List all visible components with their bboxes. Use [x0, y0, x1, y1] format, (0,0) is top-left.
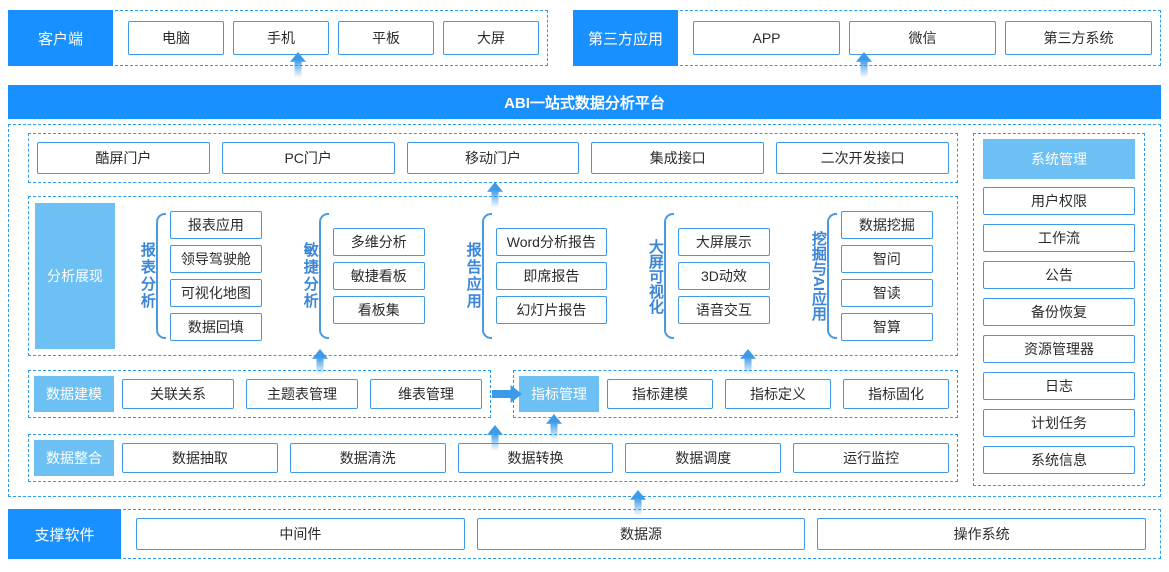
analysis-group-mining-ai-label: 挖掘与AI应用	[809, 231, 827, 321]
integration-item-monitor[interactable]: 运行监控	[793, 443, 949, 473]
integration-item-clean[interactable]: 数据清洗	[289, 443, 446, 473]
analysis-item-adhoc-report[interactable]: 即席报告	[495, 262, 607, 290]
analysis-group-mining-ai: 挖掘与AI应用 数据挖掘 智问 智读 智算	[809, 211, 933, 341]
sysmgmt-item-workflow[interactable]: 工作流	[983, 224, 1135, 252]
third-party-item-app[interactable]: APP	[693, 21, 840, 55]
analysis-group-report: 报表分析 报表应用 领导驾驶舱 可视化地图 数据回填	[138, 211, 262, 341]
analysis-item-voice-interaction[interactable]: 语音交互	[677, 296, 770, 324]
portal-item-kuping[interactable]: 酷屏门户	[37, 142, 210, 174]
support-software-section: 支撑软件 中间件 数据源 操作系统	[8, 509, 1161, 559]
portal-row: 酷屏门户 PC门户 移动门户 集成接口 二次开发接口	[28, 133, 958, 183]
brace-icon	[318, 213, 329, 339]
analysis-item-zhisuan[interactable]: 智算	[840, 313, 933, 341]
data-integration-section: 数据整合 数据抽取 数据清洗 数据转换 数据调度 运行监控	[28, 434, 958, 482]
client-group: 电脑 手机 平板 大屏	[105, 10, 548, 66]
analysis-item-visual-map[interactable]: 可视化地图	[169, 279, 262, 307]
support-item-middleware[interactable]: 中间件	[136, 518, 465, 550]
analysis-item-bigscreen-display[interactable]: 大屏展示	[677, 228, 770, 256]
platform-title: ABI一站式数据分析平台	[8, 85, 1161, 119]
support-item-os[interactable]: 操作系统	[817, 518, 1147, 550]
sysmgmt-item-backup-restore[interactable]: 备份恢复	[983, 298, 1135, 326]
analysis-item-data-mining[interactable]: 数据挖掘	[840, 211, 933, 239]
sysmgmt-item-resource-manager[interactable]: 资源管理器	[983, 335, 1135, 363]
integration-item-extract[interactable]: 数据抽取	[122, 443, 278, 473]
sysmgmt-item-log[interactable]: 日志	[983, 372, 1135, 400]
analysis-item-multidim[interactable]: 多维分析	[332, 228, 425, 256]
platform-body-container	[8, 124, 1161, 497]
integration-item-schedule[interactable]: 数据调度	[625, 443, 782, 473]
brace-icon	[663, 213, 674, 339]
support-software-tag: 支撑软件	[8, 509, 121, 559]
data-modeling-tag: 数据建模	[34, 376, 114, 412]
analysis-item-slide-report[interactable]: 幻灯片报告	[495, 296, 607, 324]
client-item-mobile[interactable]: 手机	[233, 21, 329, 55]
support-item-datasource[interactable]: 数据源	[476, 518, 806, 550]
analysis-item-agile-board[interactable]: 敏捷看板	[332, 262, 425, 290]
system-management-title: 系统管理	[983, 139, 1135, 179]
brace-icon	[826, 213, 837, 339]
modeling-item-subject-table[interactable]: 主题表管理	[246, 379, 358, 409]
analysis-item-word-report[interactable]: Word分析报告	[495, 228, 607, 256]
analysis-item-leader-cockpit[interactable]: 领导驾驶舱	[169, 245, 262, 273]
analysis-item-report-app[interactable]: 报表应用	[169, 211, 262, 239]
brace-icon	[481, 213, 492, 339]
metrics-item-definition[interactable]: 指标定义	[725, 379, 831, 409]
portal-item-mobile[interactable]: 移动门户	[406, 142, 580, 174]
analysis-item-data-writeback[interactable]: 数据回填	[169, 313, 262, 341]
client-item-tablet[interactable]: 平板	[338, 21, 434, 55]
third-party-tag: 第三方应用	[573, 10, 678, 66]
brace-icon	[155, 213, 166, 339]
portal-item-integration-api[interactable]: 集成接口	[591, 142, 765, 174]
support-software-group: 中间件 数据源 操作系统	[113, 509, 1161, 559]
sysmgmt-item-announcement[interactable]: 公告	[983, 261, 1135, 289]
analysis-section: 分析展现 报表分析 报表应用 领导驾驶舱 可视化地图 数据回填 敏捷分析 多维分…	[28, 196, 958, 356]
analysis-item-zhiwen[interactable]: 智问	[840, 245, 933, 273]
sysmgmt-item-scheduled-task[interactable]: 计划任务	[983, 409, 1135, 437]
client-item-bigscreen[interactable]: 大屏	[443, 21, 539, 55]
system-management-section: 系统管理 用户权限 工作流 公告 备份恢复 资源管理器 日志 计划任务 系统信息	[973, 133, 1145, 486]
analysis-group-report-app: 报告应用 Word分析报告 即席报告 幻灯片报告	[465, 213, 607, 339]
analysis-group-report-label: 报表分析	[138, 242, 156, 310]
integration-item-transform[interactable]: 数据转换	[457, 443, 614, 473]
data-modeling-section: 数据建模 关联关系 主题表管理 维表管理	[28, 370, 491, 418]
portal-item-secondary-dev-api[interactable]: 二次开发接口	[776, 142, 949, 174]
top-row: 客户端 电脑 手机 平板 大屏 第三方应用 APP 微信 第三方系统	[0, 10, 1169, 66]
client-tag: 客户端	[8, 10, 113, 66]
analysis-group-bigscreen-label: 大屏可视化	[646, 238, 664, 314]
metrics-item-modeling[interactable]: 指标建模	[607, 379, 713, 409]
third-party-item-system[interactable]: 第三方系统	[1005, 21, 1152, 55]
analysis-item-3d-effect[interactable]: 3D动效	[677, 262, 770, 290]
third-party-item-wechat[interactable]: 微信	[849, 21, 996, 55]
data-integration-tag: 数据整合	[34, 440, 114, 476]
analysis-item-board-set[interactable]: 看板集	[332, 296, 425, 324]
analysis-groups: 报表分析 报表应用 领导驾驶舱 可视化地图 数据回填 敏捷分析 多维分析 敏捷看…	[115, 197, 957, 355]
metrics-item-solidify[interactable]: 指标固化	[843, 379, 949, 409]
analysis-group-report-app-label: 报告应用	[464, 242, 482, 310]
analysis-group-bigscreen: 大屏可视化 大屏展示 3D动效 语音交互	[647, 213, 770, 339]
metrics-management-section: 指标管理 指标建模 指标定义 指标固化	[513, 370, 958, 418]
analysis-tag: 分析展现	[35, 203, 115, 349]
analysis-group-agile: 敏捷分析 多维分析 敏捷看板 看板集	[302, 213, 425, 339]
client-item-pc[interactable]: 电脑	[128, 21, 224, 55]
modeling-item-dimension-table[interactable]: 维表管理	[370, 379, 482, 409]
analysis-item-zhidu[interactable]: 智读	[840, 279, 933, 307]
third-party-group: APP 微信 第三方系统	[670, 10, 1161, 66]
sysmgmt-item-user-permission[interactable]: 用户权限	[983, 187, 1135, 215]
sysmgmt-item-system-info[interactable]: 系统信息	[983, 446, 1135, 474]
metrics-management-tag: 指标管理	[519, 376, 599, 412]
portal-item-pc[interactable]: PC门户	[221, 142, 395, 174]
analysis-group-agile-label: 敏捷分析	[301, 242, 319, 310]
modeling-item-relation[interactable]: 关联关系	[122, 379, 234, 409]
